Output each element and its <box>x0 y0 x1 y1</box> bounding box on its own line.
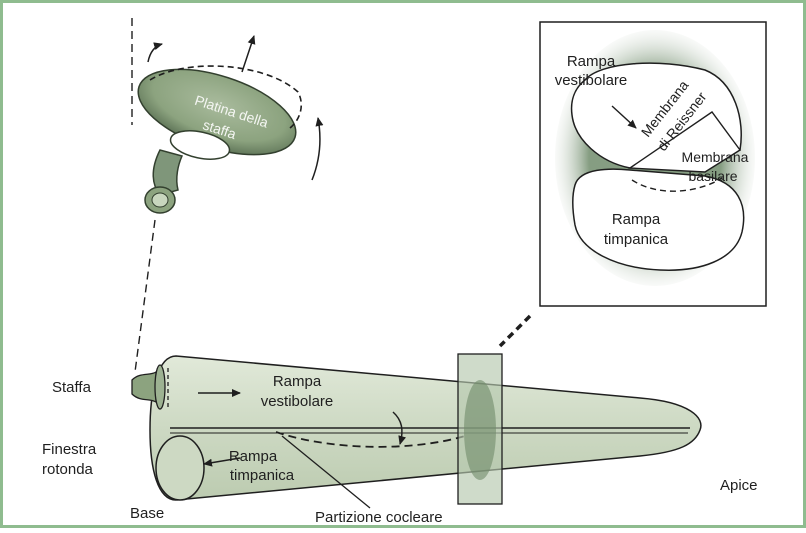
motion-arrow-left <box>148 44 162 62</box>
inset-label-basilare-1: Membrana <box>682 149 749 165</box>
label-rampa-vest-main-1: Rampa <box>273 373 322 390</box>
inset-connector <box>500 316 530 346</box>
inset-label-rampa-timp-2: timpanica <box>604 231 669 248</box>
cross-section-inset: Rampa vestibolare Membrana di Reissner M… <box>540 22 766 306</box>
inset-label-rampa-vest-2: vestibolare <box>555 72 628 89</box>
oval-window-footplate <box>155 365 165 409</box>
guide-line-bottom <box>135 220 155 372</box>
label-finestra-1: Finestra <box>42 441 97 458</box>
uncoiled-cochlea: Rampa vestibolare Rampa timpanica <box>132 354 701 508</box>
stapes-illustration: Platina della staffa <box>128 36 320 213</box>
label-apice: Apice <box>720 477 758 494</box>
stapes-at-oval-window <box>132 372 156 402</box>
inset-label-rampa-timp-1: Rampa <box>612 211 661 228</box>
label-partizione: Partizione cocleare <box>315 509 443 526</box>
label-finestra-2: rotonda <box>42 461 94 478</box>
inset-label-rampa-vest-1: Rampa <box>567 53 616 70</box>
label-rampa-timp-main-2: timpanica <box>230 467 295 484</box>
label-rampa-vest-main-2: vestibolare <box>261 393 334 410</box>
motion-arrow-right <box>312 118 320 180</box>
stapes-head-tip <box>152 193 168 207</box>
label-base: Base <box>130 505 164 522</box>
round-window-ellipse <box>156 436 204 500</box>
section-plane-shadow <box>464 380 496 480</box>
inset-label-basilare-2: basilare <box>688 168 737 184</box>
label-staffa: Staffa <box>52 379 92 396</box>
label-rampa-timp-main-1: Rampa <box>229 448 278 465</box>
motion-arrow-up <box>242 36 254 72</box>
